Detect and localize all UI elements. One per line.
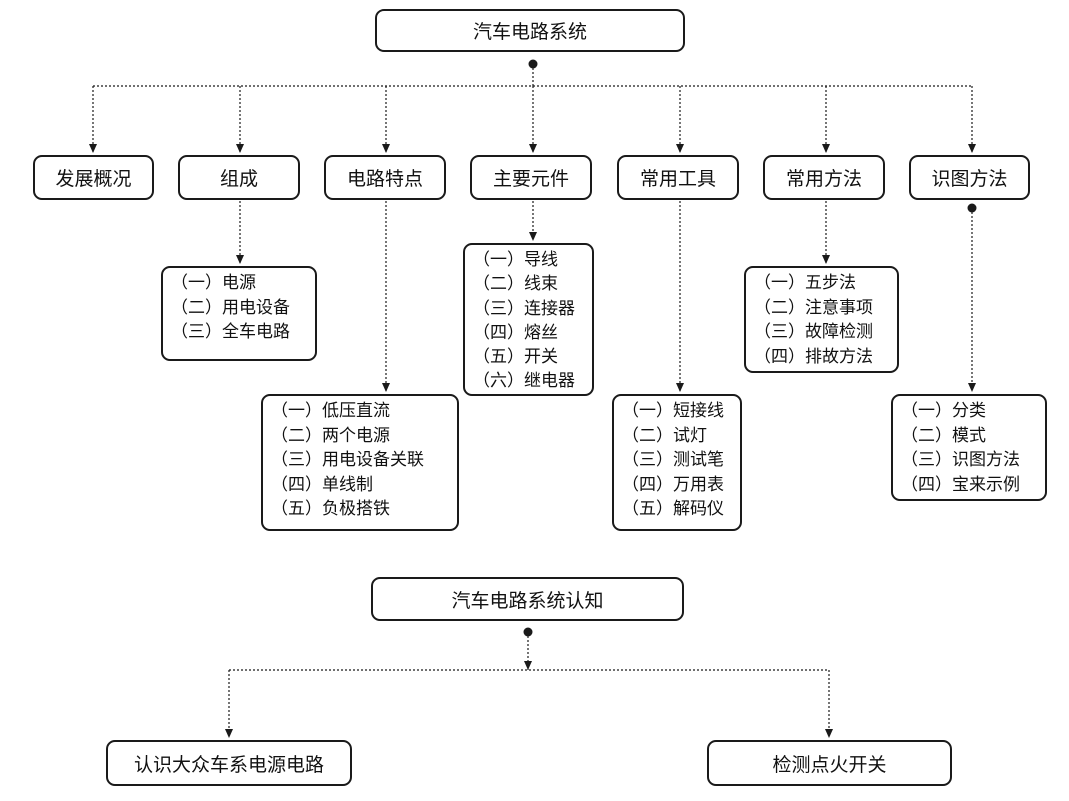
detail-list-shitu: （一）分类 （二）模式 （三）识图方法 （四）宝来示例 bbox=[891, 394, 1047, 501]
junction-dot bbox=[967, 203, 977, 213]
category-node-yuanjian: 主要元件 bbox=[470, 155, 592, 200]
list-item: （三）用电设备关联 bbox=[271, 450, 424, 470]
list-item: （一）短接线 bbox=[622, 401, 724, 421]
category-node-zucheng: 组成 bbox=[178, 155, 300, 200]
list-item: （一）电源 bbox=[171, 273, 256, 293]
list-item: （二）试灯 bbox=[622, 425, 707, 446]
list-item: （四）排故方法 bbox=[754, 346, 873, 367]
list-item: （三）识图方法 bbox=[901, 450, 1020, 470]
list-item: （四）宝来示例 bbox=[901, 474, 1020, 495]
list-item: （五）开关 bbox=[473, 347, 558, 368]
detail-list-dianlu: （一）低压直流 （二）两个电源 （三）用电设备关联 （四）单线制 （五）负极搭铁 bbox=[261, 394, 459, 531]
detail-list-yuanjian: （一）导线 （二）线束 （三）连接器 （四）熔丝 （五）开关 （六）继电器 bbox=[463, 243, 594, 396]
detail-list-gongju: （一）短接线 （二）试灯 （三）测试笔 （四）万用表 （五）解码仪 bbox=[612, 394, 742, 531]
bottom-root-node: 汽车电路系统认知 bbox=[371, 577, 684, 621]
detail-list-zucheng: （一）电源 （二）用电设备 （三）全车电路 bbox=[161, 266, 317, 361]
list-item: （三）连接器 bbox=[473, 298, 575, 319]
root-node: 汽车电路系统 bbox=[375, 9, 685, 52]
list-item: （四）万用表 bbox=[622, 474, 724, 495]
list-item: （二）模式 bbox=[901, 425, 986, 446]
list-item: （一）五步法 bbox=[754, 273, 856, 293]
category-node-shitu: 识图方法 bbox=[909, 155, 1030, 200]
task-node-renshi: 认识大众车系电源电路 bbox=[106, 740, 352, 786]
list-item: （三）故障检测 bbox=[754, 322, 873, 342]
junction-dot bbox=[528, 59, 538, 69]
list-item: （二）线束 bbox=[473, 274, 558, 295]
category-node-fazhan: 发展概况 bbox=[33, 155, 154, 200]
list-item: （五）负极搭铁 bbox=[271, 499, 390, 519]
list-item: （二）注意事项 bbox=[754, 297, 873, 318]
list-item: （五）解码仪 bbox=[622, 499, 724, 519]
category-node-fangfa: 常用方法 bbox=[763, 155, 885, 200]
list-item: （三）测试笔 bbox=[622, 450, 724, 470]
junction-dot bbox=[523, 627, 533, 637]
list-item: （三）全车电路 bbox=[171, 322, 290, 342]
task-node-jiance: 检测点火开关 bbox=[707, 740, 952, 786]
list-item: （四）熔丝 bbox=[473, 322, 558, 343]
detail-list-fangfa: （一）五步法 （二）注意事项 （三）故障检测 （四）排故方法 bbox=[744, 266, 899, 373]
list-item: （一）低压直流 bbox=[271, 401, 390, 421]
list-item: （四）单线制 bbox=[271, 474, 373, 495]
list-item: （二）用电设备 bbox=[171, 297, 290, 318]
category-node-dianlu: 电路特点 bbox=[324, 155, 446, 200]
category-node-gongju: 常用工具 bbox=[617, 155, 739, 200]
list-item: （一）导线 bbox=[473, 250, 558, 270]
list-item: （六）继电器 bbox=[473, 371, 575, 392]
list-item: （一）分类 bbox=[901, 401, 986, 421]
list-item: （二）两个电源 bbox=[271, 425, 390, 446]
